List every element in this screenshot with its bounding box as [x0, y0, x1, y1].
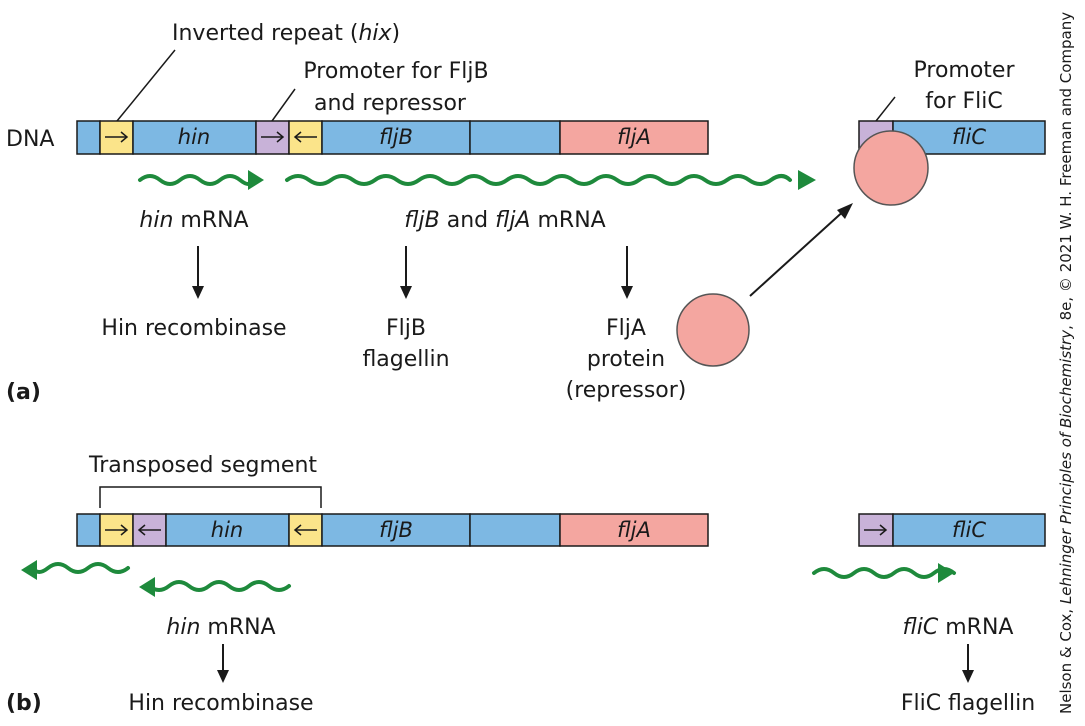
fljb-flja-mrna-label: fljB and fljA mRNA — [404, 208, 605, 233]
hin-mrna-arrow — [138, 170, 264, 190]
gene-flic-label: fliC — [952, 125, 986, 149]
gene-hin-inverted — [165, 513, 290, 547]
upstream-mrna-arrow — [21, 560, 130, 580]
gene-flja-label: fljA — [617, 125, 651, 149]
dna-flank-left — [76, 120, 101, 155]
hin-recombinase-label: Hin recombinase — [128, 691, 313, 716]
panel-a-label: (a) — [6, 380, 41, 405]
flja-product-line3: (repressor) — [566, 378, 687, 403]
left-arrow-icon — [137, 524, 161, 536]
hin-mrna-label: hin mRNA — [139, 208, 248, 233]
flja-product-line1: FljA — [606, 316, 646, 341]
dna-label: DNA — [6, 127, 54, 152]
promoter-fljb-leader — [271, 88, 296, 122]
repressor-bound — [853, 130, 929, 206]
hin-mrna-label: hin mRNA — [166, 615, 275, 640]
promoter-fljb-label-line2: and repressor — [314, 91, 467, 116]
fljb-product-line1: FljB — [386, 316, 426, 341]
promoter-flic-label-line1: Promoter — [914, 58, 1016, 83]
gene-fljb-label: fljB — [379, 125, 413, 149]
gene-flja — [559, 120, 709, 155]
panel-b-label: (b) — [6, 691, 42, 716]
panel-a: Inverted repeat (hix) Promoter for FljB … — [6, 21, 1046, 405]
repressor-binding-arrow — [749, 203, 853, 297]
down-arrow-icon — [400, 246, 412, 299]
inverted-repeat-leader — [116, 49, 176, 122]
panel-b: Transposed segment hin fljB — [6, 453, 1046, 716]
down-arrow-icon — [621, 246, 633, 299]
fljb-flja-mrna-arrow — [285, 170, 816, 190]
gene-flja — [559, 513, 709, 547]
gene-hin-label: hin — [211, 518, 243, 542]
fljb-product-line2: flagellin — [362, 347, 449, 372]
hin-mrna-arrow-reversed — [139, 577, 291, 597]
flic-bar-b: fliC — [858, 513, 1046, 547]
hin-recombinase-label: Hin recombinase — [101, 316, 286, 341]
inverted-repeat-label: Inverted repeat (hix) — [172, 21, 400, 46]
down-arrow-icon — [962, 644, 974, 683]
promoter-fljb-label-line1: Promoter for FljB — [303, 59, 488, 84]
right-arrow-icon — [105, 131, 129, 143]
flic-mrna-arrow — [812, 563, 956, 583]
down-arrow-icon — [192, 246, 204, 299]
right-arrow-icon — [261, 131, 285, 143]
dna-flank-left — [76, 513, 101, 547]
gene-fljb — [321, 120, 471, 155]
gene-flic-label: fliC — [952, 518, 986, 542]
promoter-flic-leader — [875, 96, 896, 122]
down-arrow-icon — [217, 644, 229, 683]
transposed-segment-bracket — [99, 486, 322, 508]
transposed-segment-label: Transposed segment — [88, 453, 317, 478]
publisher-credit: Nelson & Cox, Lehninger Principles of Bi… — [1057, 12, 1075, 714]
gene-fljb — [321, 513, 471, 547]
dna-spacer — [469, 120, 561, 155]
repressor-free — [676, 293, 750, 367]
dna-spacer — [469, 513, 561, 547]
gene-flic — [892, 513, 1046, 547]
dna-bar-a: hin fljB fljA — [76, 120, 709, 155]
flic-flagellin-label: FliC flagellin — [901, 691, 1035, 716]
dna-bar-b: hin fljB fljA — [76, 513, 709, 547]
gene-hin-label: hin — [178, 125, 210, 149]
flic-mrna-label: fliC mRNA — [903, 615, 1014, 640]
gene-flja-label: fljA — [617, 518, 651, 542]
flja-product-line2: protein — [587, 347, 665, 372]
left-arrow-icon — [293, 131, 317, 143]
gene-fljb-label: fljB — [379, 518, 413, 542]
right-arrow-icon — [864, 524, 888, 536]
right-arrow-icon — [105, 524, 129, 536]
promoter-flic-label-line2: for FliC — [925, 89, 1002, 114]
left-arrow-icon — [293, 524, 317, 536]
